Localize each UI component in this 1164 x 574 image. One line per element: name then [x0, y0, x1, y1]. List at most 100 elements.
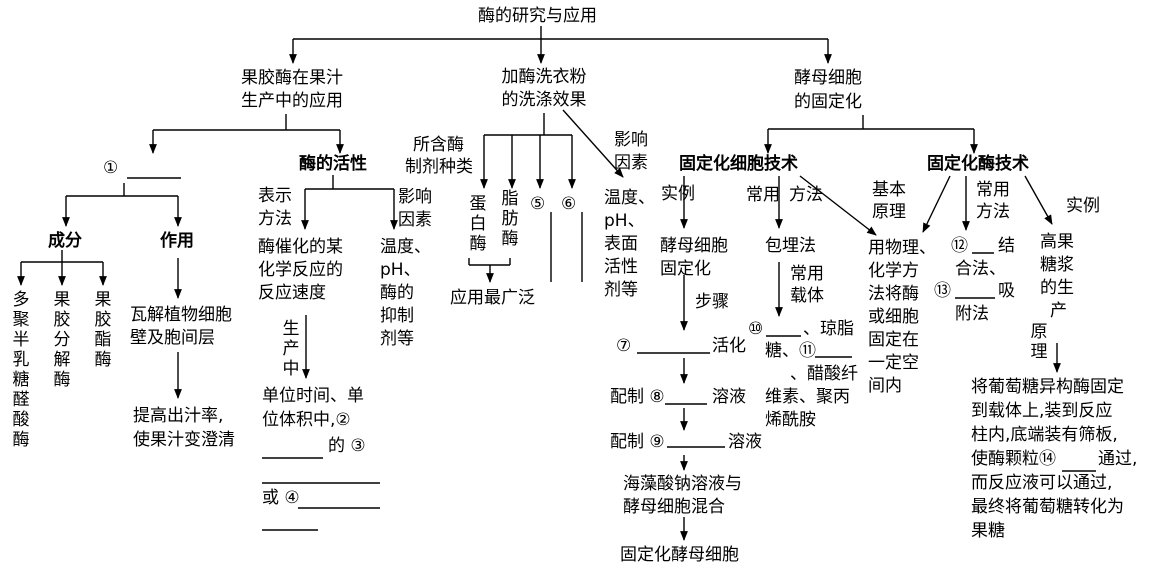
- carrier-line1: 常用: [790, 264, 824, 284]
- mix-line2: 酵母细胞混合: [623, 497, 725, 517]
- immobilized-yeast-label: 固定化酵母细胞: [620, 545, 739, 565]
- activity-factors-line4: 抑制: [380, 306, 414, 326]
- carrier-list-line4: 维素、聚丙: [765, 387, 850, 407]
- enzyme-common-line2: 方法: [976, 202, 1010, 222]
- activity-influence-line1: 影响: [398, 187, 432, 207]
- activity-factors-line2: pH、: [380, 260, 421, 280]
- unit-line3: 的 ③: [328, 436, 366, 456]
- method-13-suffix: 吸: [998, 281, 1015, 301]
- detergent-factors-line5: 剂等: [604, 280, 638, 300]
- method-13-label: ⑬: [934, 281, 951, 301]
- composition-label: 成分: [48, 231, 82, 251]
- cell-immobilization-tech: 固定化细胞技术: [679, 154, 798, 174]
- unit-line1: 单位时间、单: [262, 386, 364, 406]
- detergent-title-line1: 加酶洗衣粉: [501, 67, 587, 87]
- detergent-influence-line1: 影响: [614, 130, 648, 150]
- yeast-example-line1: 酵母细胞: [660, 236, 728, 256]
- hfcs-desc-line3: 柱内,底端装有筛板,: [971, 425, 1118, 445]
- hfcs-line2: 糖浆: [1040, 255, 1074, 275]
- detergent-factors-line3: 表面: [604, 234, 638, 254]
- hfcs-desc-line2: 到载体上,装到反应: [971, 401, 1113, 421]
- rate-line2: 化学反应的: [258, 260, 343, 280]
- carrier-list-blank-10: ⑩: [748, 319, 764, 339]
- blank-1-label: ①: [103, 158, 119, 178]
- root-title: 酶的研究与应用: [478, 6, 597, 26]
- mix-line1: 海藻酸钠溶液与: [623, 474, 742, 494]
- step-7-suffix: 活化: [712, 336, 746, 356]
- function-desc-line2: 壁及胞间层: [130, 328, 215, 348]
- carrier-list-line2: 糖、⑪: [765, 341, 816, 361]
- yeast-title-line2: 的固定化: [794, 92, 862, 112]
- activity-factors-line1: 温度、: [380, 237, 431, 257]
- enzyme-immobilization-tech: 固定化酶技术: [927, 154, 1029, 174]
- effect-line1: 提高出汁率,: [133, 406, 224, 426]
- rate-line1: 酶催化的某: [258, 237, 343, 257]
- most-used-label: 应用最广泛: [450, 288, 535, 308]
- enzyme-types-line1: 所含酶: [413, 135, 464, 155]
- unit-line2: 位体积中,②: [262, 410, 351, 430]
- basic-principle-line2: 原理: [872, 202, 906, 222]
- detergent-influence-line2: 因素: [614, 153, 648, 173]
- protease-label: 蛋白酶: [469, 194, 487, 254]
- pectinase-title-line1: 果胶酶在果汁: [241, 68, 343, 88]
- principle-desc-line5: 固定在: [868, 330, 919, 350]
- hfcs-desc-line7: 果糖: [971, 521, 1005, 541]
- enzyme-example-label: 实例: [1066, 196, 1100, 216]
- hfcs-desc-line4b: 通过,: [1098, 449, 1138, 469]
- carrier-list-agar: 、琼脂: [803, 319, 854, 339]
- express-method-line2: 方法: [258, 209, 292, 229]
- detergent-factors-line1: 温度、: [604, 188, 655, 208]
- steps-label: 步骤: [695, 292, 729, 312]
- step-9-suffix: 溶液: [728, 432, 762, 452]
- activity-factors-line3: 酶的: [380, 283, 414, 303]
- hfcs-line1: 高果: [1040, 232, 1074, 252]
- effect-line2: 使果汁变澄清: [133, 430, 235, 450]
- activity-factors-line5: 剂等: [380, 329, 414, 349]
- enzyme-types-line2: 制剂种类: [405, 157, 473, 177]
- principle-desc-line4: 或细胞: [868, 307, 919, 327]
- blank-5-label: ⑤: [530, 194, 546, 214]
- hfcs-principle-label: 原理: [1030, 322, 1048, 362]
- principle-desc-line1: 用物理、: [868, 238, 936, 258]
- method-12-line2: 合法、: [955, 259, 1006, 279]
- function-label: 作用: [160, 231, 194, 251]
- enzyme-common-line1: 常用: [976, 180, 1010, 200]
- carrier-list-line3: 、醋酸纤: [790, 364, 858, 384]
- basic-principle-line1: 基本: [872, 180, 906, 200]
- principle-desc-line6: 一定空: [868, 353, 919, 373]
- principle-desc-line2: 化学方: [868, 261, 919, 281]
- enzyme-activity-label: 酶的活性: [299, 154, 367, 174]
- method-12-label: ⑫: [951, 236, 968, 256]
- cell-method-label: 方法: [789, 185, 823, 205]
- step-8-suffix: 溶液: [712, 387, 746, 407]
- detergent-factors-line4: 活性: [604, 257, 638, 277]
- embedding-method-label: 包埋法: [765, 236, 816, 256]
- composition-item-pectin-lyase: 果胶分解酶: [53, 290, 71, 390]
- principle-desc-line7: 间内: [868, 376, 902, 396]
- blank-6-label: ⑥: [561, 194, 577, 214]
- yeast-title-line1: 酵母细胞: [794, 68, 862, 88]
- carrier-list-line5: 烯酰胺: [765, 410, 816, 430]
- function-desc-line1: 瓦解植物细胞: [130, 305, 232, 325]
- composition-item-polygalacturonase: 多聚半乳糖醛酸酶: [12, 290, 30, 450]
- composition-item-pectinesterase: 果胶酯酶: [94, 290, 112, 370]
- yeast-example-line2: 固定化: [660, 259, 711, 279]
- hfcs-line3: 的生: [1040, 278, 1074, 298]
- hfcs-line4: 产: [1050, 301, 1067, 321]
- step-8-label: 配制 ⑧: [610, 387, 665, 407]
- hfcs-desc-line6: 最终将葡萄糖转化为: [971, 497, 1124, 517]
- principle-desc-line3: 法将酶: [868, 284, 919, 304]
- lipase-label: 脂肪酶: [501, 189, 519, 249]
- cell-common-label: 常用: [746, 185, 780, 205]
- hfcs-desc-line1: 将葡萄糖异构酶固定: [971, 377, 1124, 397]
- activity-influence-line2: 因素: [398, 210, 432, 230]
- carrier-line2: 载体: [790, 286, 824, 306]
- step-9-label: 配制 ⑨: [610, 432, 665, 452]
- detergent-title-line2: 的洗涤效果: [501, 90, 587, 110]
- express-method-line1: 表示: [258, 186, 292, 206]
- cell-example-label: 实例: [661, 184, 695, 204]
- detergent-factors-line2: pH、: [604, 211, 645, 231]
- method-12-suffix: 结: [998, 236, 1015, 256]
- hfcs-desc-line5: 而反应液可以通过,: [971, 473, 1113, 493]
